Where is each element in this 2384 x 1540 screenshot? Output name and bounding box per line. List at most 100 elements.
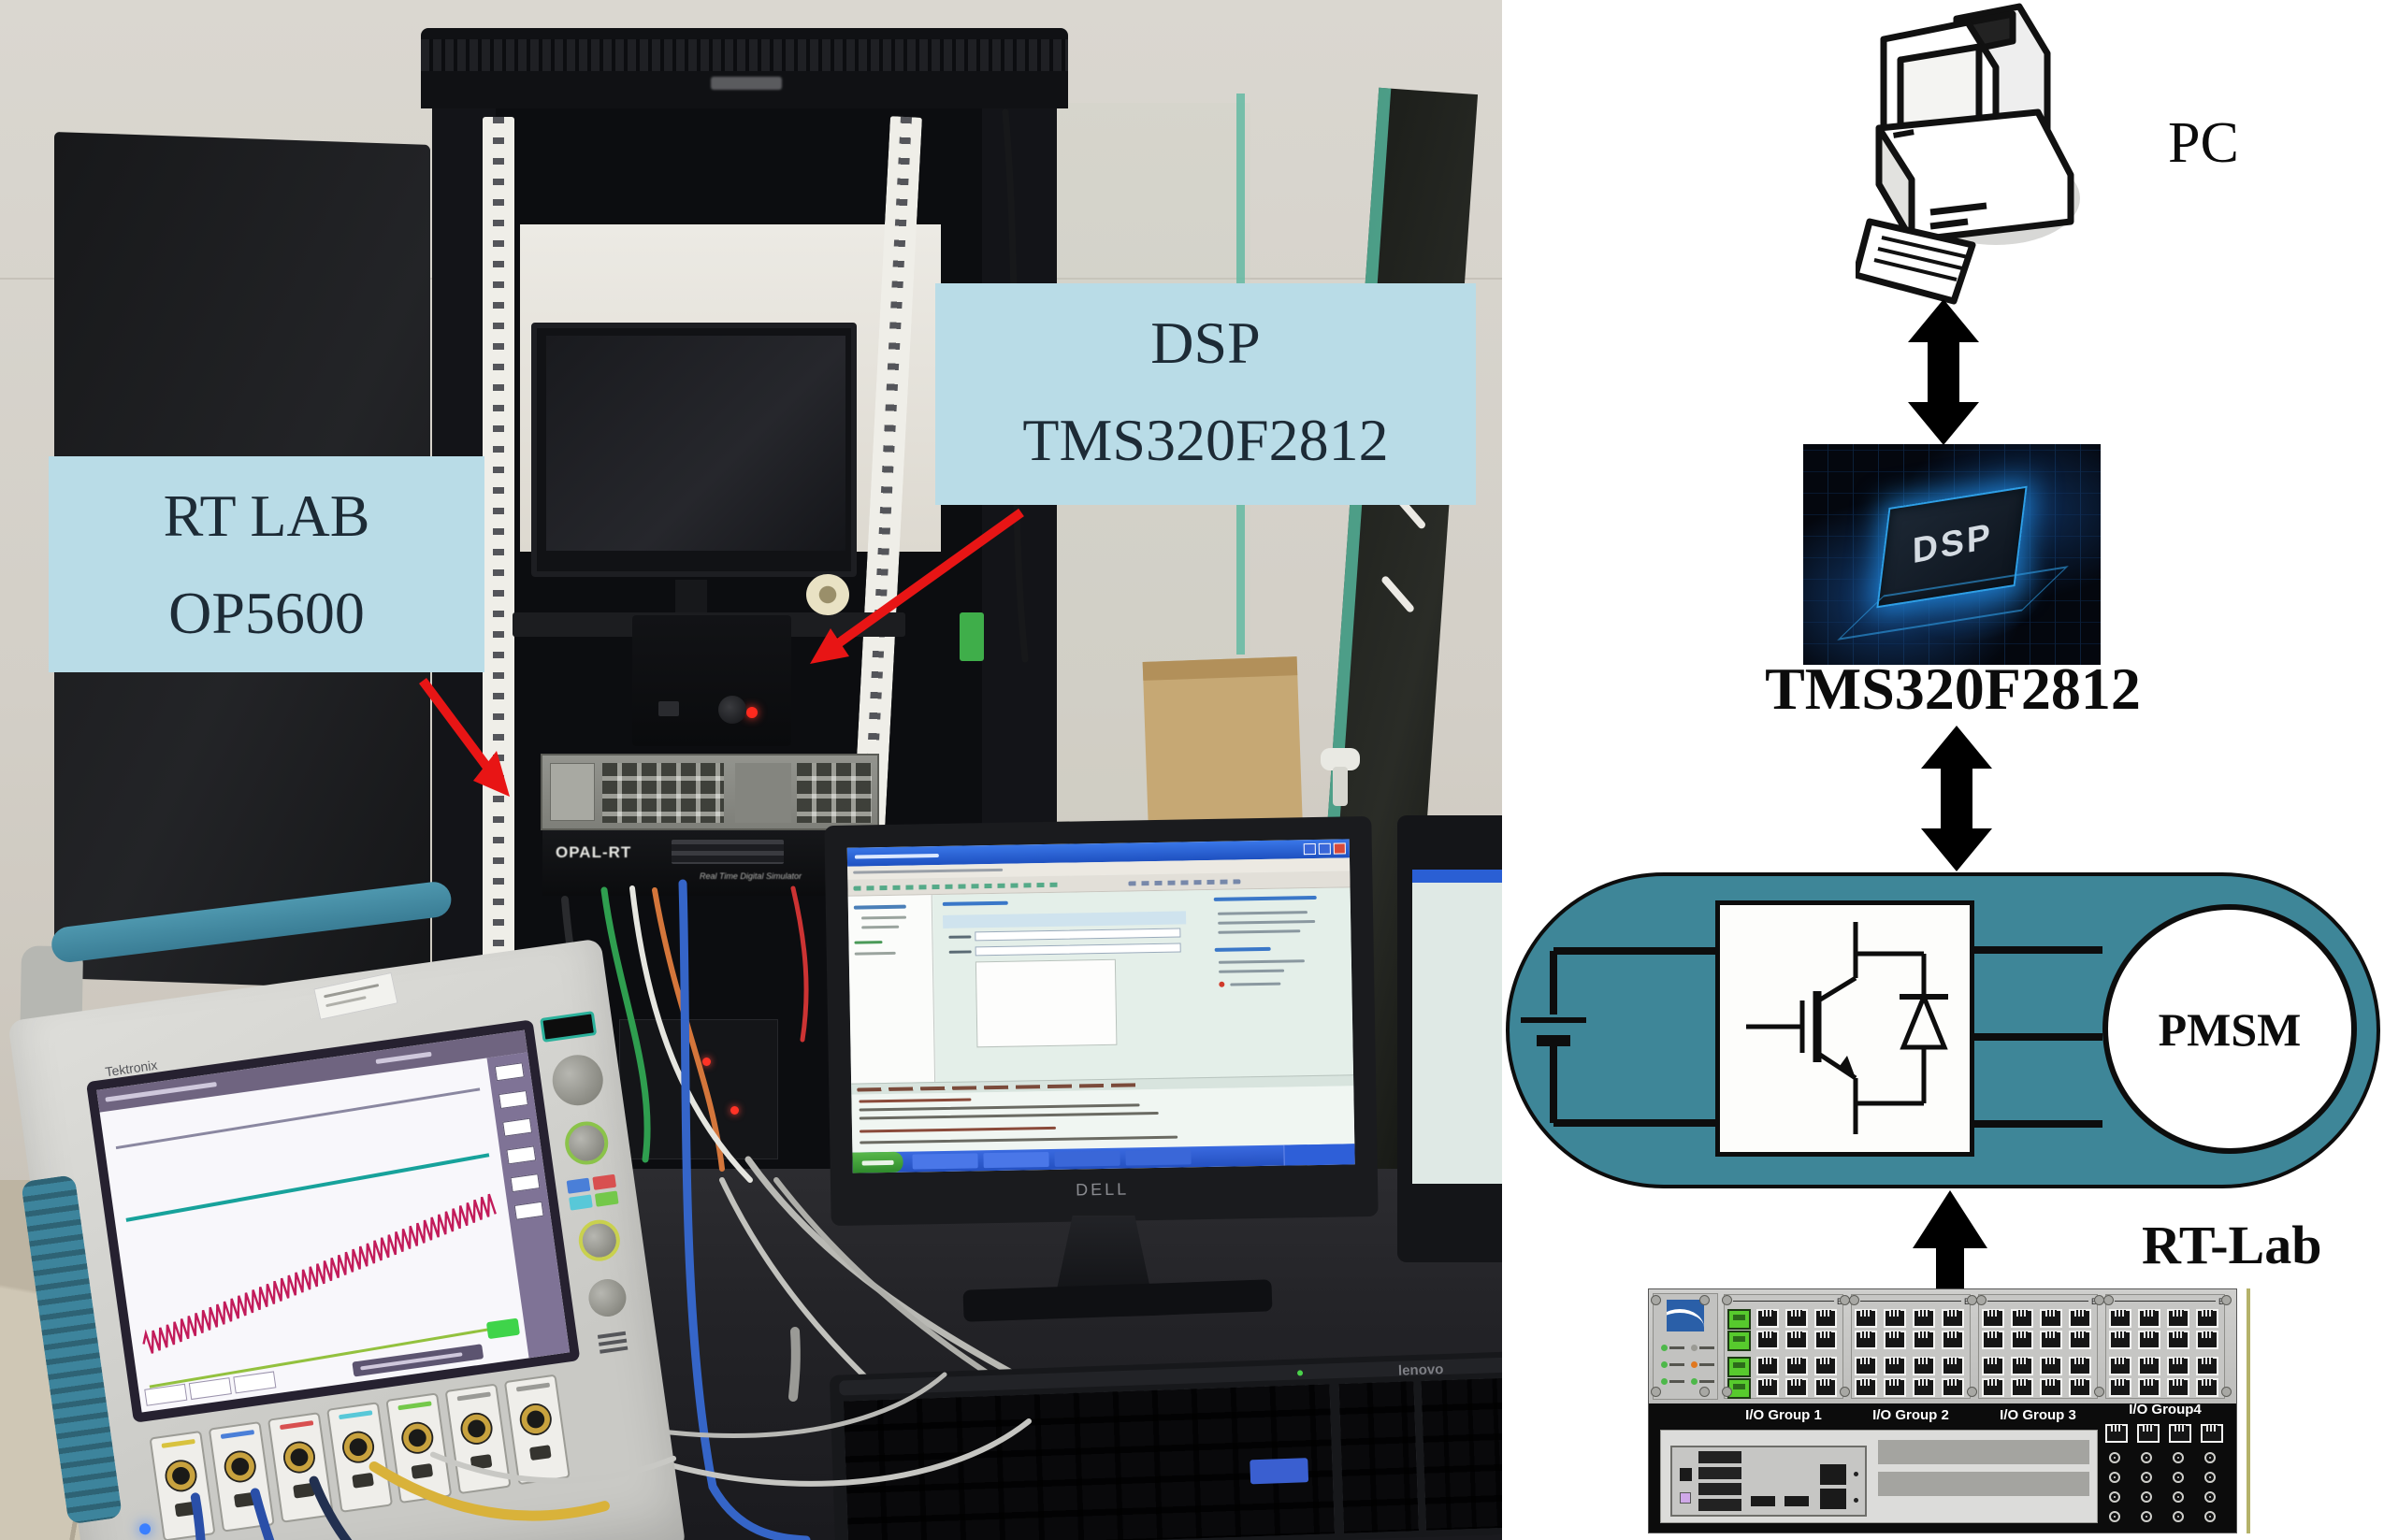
- fiber-connector: [1727, 1357, 1751, 1377]
- close-icon[interactable]: [1333, 842, 1346, 855]
- card-header-b: B: [1964, 1297, 1970, 1306]
- door-handle-stem: [1333, 767, 1348, 806]
- led-caption: [1699, 1346, 1714, 1349]
- dsp-knob: [718, 696, 746, 724]
- coax-connector: [2173, 1452, 2184, 1463]
- vertical-knob-green[interactable]: [562, 1118, 612, 1168]
- arrow-pc-dsp: [1908, 299, 1979, 445]
- task-button[interactable]: [912, 1153, 978, 1170]
- annotation-rtlab: RT LAB OP5600: [49, 456, 484, 672]
- vent: [599, 1338, 628, 1346]
- coax-connector: [2109, 1452, 2120, 1463]
- rj45-port: [2069, 1331, 2091, 1349]
- rj45-port: [2167, 1331, 2189, 1349]
- rj45-port: [1756, 1378, 1779, 1397]
- ch-button-green[interactable]: [594, 1190, 619, 1207]
- card-header-b: B: [2218, 1297, 2224, 1306]
- rj45-port: [1756, 1331, 1779, 1349]
- screw: [1699, 1387, 1710, 1397]
- rj45-port: [1982, 1357, 2004, 1375]
- keyboard-brand: lenovo: [1397, 1361, 1444, 1379]
- rj45-port: [1884, 1357, 1906, 1375]
- rj45-port: [1942, 1309, 1964, 1328]
- rj45-port: [2138, 1357, 2160, 1375]
- cursor-knob[interactable]: [585, 1276, 629, 1319]
- opalrt-subtitle: Real Time Digital Simulator: [700, 871, 802, 881]
- opalrt-rj45-block: [797, 763, 872, 823]
- form-listbox[interactable]: [975, 958, 1118, 1048]
- io-card-4: AB: [2105, 1294, 2225, 1399]
- card-header-b: B: [2091, 1297, 2097, 1306]
- bnc-input[interactable]: [503, 1374, 571, 1486]
- rj45-port: [1982, 1309, 2004, 1328]
- trigger-knob[interactable]: [575, 1216, 623, 1264]
- sidebar-readout[interactable]: [502, 1117, 533, 1137]
- rtlab-device: AB AB AB AB I/O Group 1 I/O Group 2 I/O …: [1648, 1288, 2237, 1533]
- keyboard-nav-keys[interactable]: [1338, 1381, 1420, 1533]
- bnc-input[interactable]: [385, 1392, 453, 1504]
- coax-connector: [2173, 1472, 2184, 1483]
- blue-key[interactable]: [1250, 1458, 1309, 1485]
- rj45-port: [2069, 1357, 2091, 1375]
- oscilloscope: Tektronix: [0, 880, 696, 1540]
- vent: [600, 1346, 629, 1354]
- device-led: [730, 1106, 739, 1115]
- screw: [1722, 1295, 1732, 1305]
- bnc-input[interactable]: [444, 1383, 512, 1495]
- second-monitor: [1397, 815, 1502, 1262]
- sidebar-readout[interactable]: [494, 1062, 525, 1082]
- form-field[interactable]: [975, 943, 1181, 957]
- maximize-icon[interactable]: [1318, 842, 1331, 855]
- dsp-port: [658, 701, 679, 716]
- bnc-input[interactable]: [326, 1402, 394, 1514]
- ide-tree-panel[interactable]: [847, 895, 936, 1084]
- rj45-port: [2138, 1309, 2160, 1328]
- sidebar-readout[interactable]: [506, 1145, 537, 1165]
- arrow-dsp-loop: [1921, 726, 1992, 871]
- sidebar-readout[interactable]: [513, 1201, 544, 1220]
- lenovo-keyboard[interactable]: lenovo: [829, 1351, 1502, 1540]
- rj45-port: [1785, 1309, 1808, 1328]
- vent: [597, 1331, 627, 1339]
- rack-brand-label: [711, 77, 782, 90]
- minimize-icon[interactable]: [1303, 842, 1316, 856]
- device-led: [702, 1058, 711, 1066]
- sidebar-readout[interactable]: [510, 1173, 541, 1193]
- screw: [2103, 1295, 2114, 1305]
- ch-button-red[interactable]: [592, 1173, 617, 1190]
- rj45-port: [1942, 1357, 1964, 1375]
- task-button[interactable]: [1125, 1149, 1192, 1166]
- keyboard-numpad[interactable]: [1421, 1377, 1502, 1531]
- coax-connector: [2204, 1511, 2216, 1522]
- screw: [1976, 1295, 1987, 1305]
- blank-bay: [1878, 1472, 2089, 1496]
- green-sticker: [960, 612, 984, 661]
- coax-connector: [2141, 1491, 2152, 1503]
- pmsm-circle: PMSM: [2102, 904, 2357, 1154]
- rj45-port: [1942, 1378, 1964, 1397]
- ide-main-panel[interactable]: [932, 887, 1354, 1083]
- rj45-port: [2040, 1331, 2062, 1349]
- second-monitor-screen: [1412, 870, 1502, 1184]
- start-button[interactable]: [852, 1151, 903, 1173]
- ch-button-blue[interactable]: [566, 1177, 591, 1194]
- rack-lower-device: [619, 1019, 778, 1159]
- bnc-input[interactable]: [208, 1420, 275, 1533]
- ide-console[interactable]: [851, 1086, 1355, 1153]
- coax-connector: [2109, 1511, 2120, 1522]
- scope-screen[interactable]: [96, 1029, 571, 1413]
- sidebar-readout[interactable]: [498, 1089, 528, 1109]
- rj45-port: [2167, 1357, 2189, 1375]
- horizontal-knob[interactable]: [549, 1051, 607, 1109]
- rj45-port: [1855, 1357, 1877, 1375]
- bnc-input[interactable]: [267, 1411, 334, 1523]
- ch-button-cyan[interactable]: [569, 1194, 593, 1211]
- screw: [1967, 1387, 1977, 1397]
- task-button[interactable]: [983, 1151, 1049, 1169]
- fiber-connector: [1727, 1309, 1751, 1330]
- rj45-port: [2196, 1357, 2218, 1375]
- task-button[interactable]: [1054, 1150, 1120, 1167]
- status-leds: [1657, 1343, 1715, 1395]
- form-field[interactable]: [975, 928, 1181, 942]
- io-group-label-3: I/O Group 3: [2000, 1407, 2076, 1423]
